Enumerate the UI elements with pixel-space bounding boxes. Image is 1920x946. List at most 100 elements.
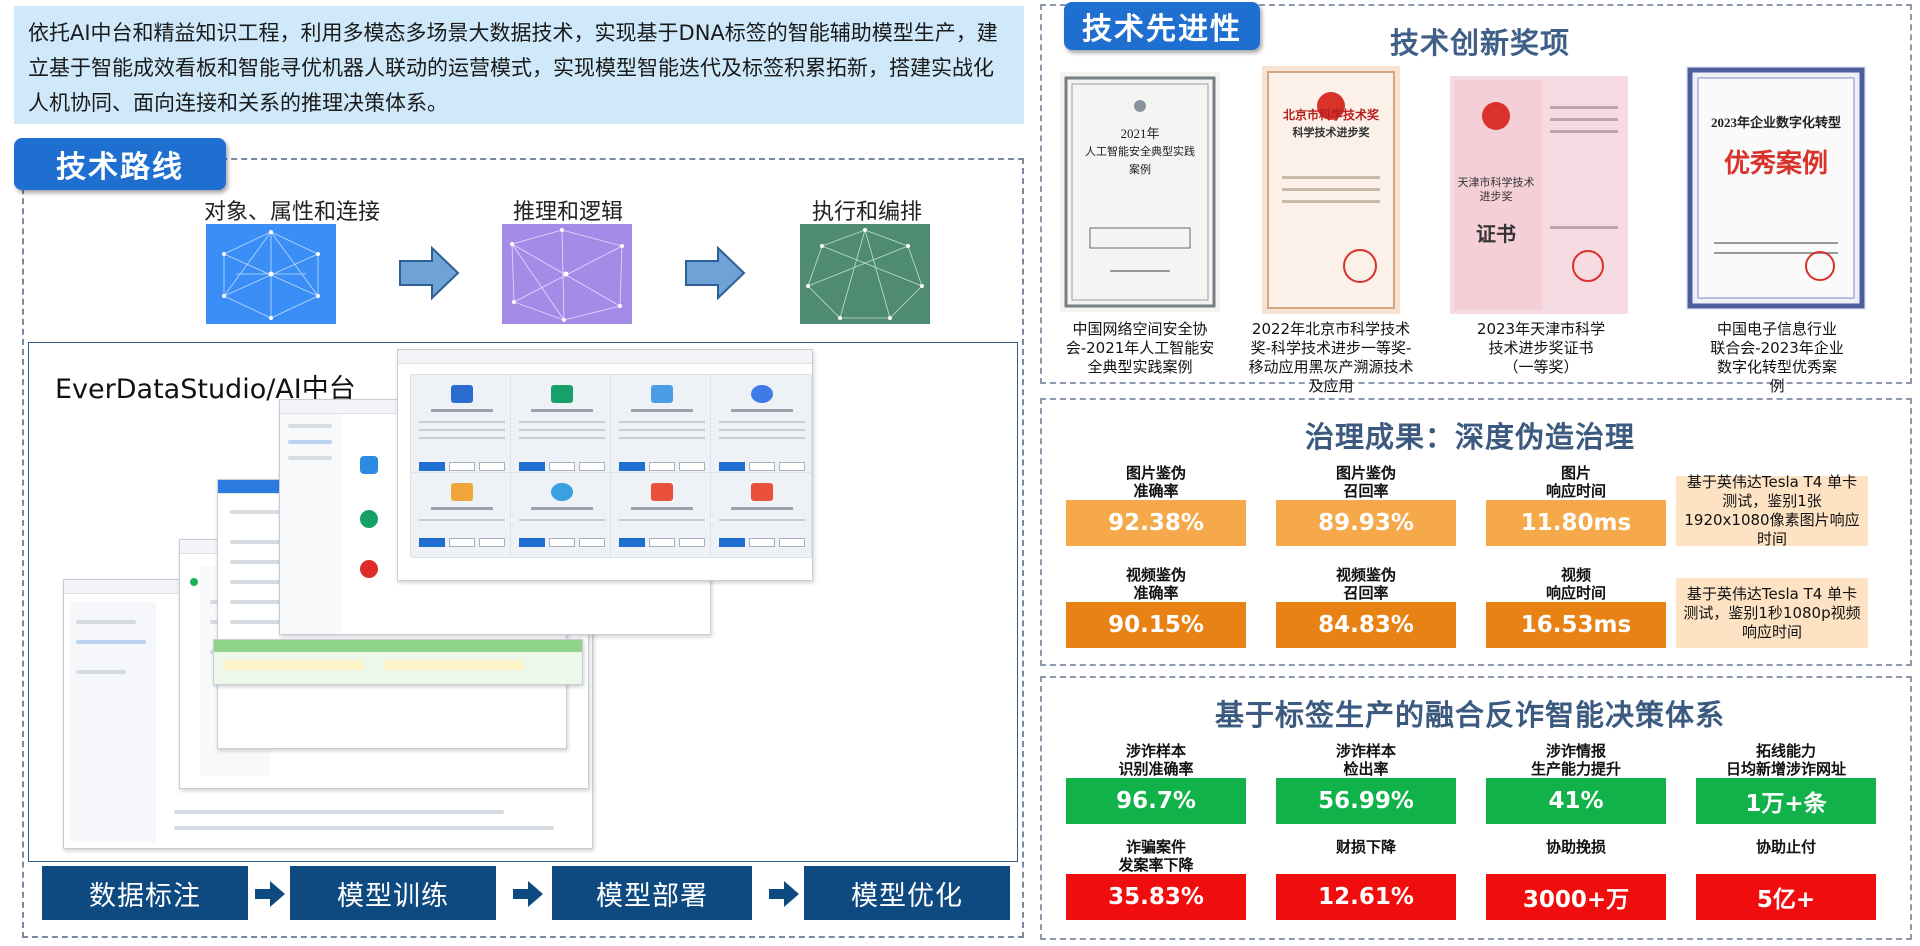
anti-fraud-panel — [1040, 676, 1912, 940]
metric-label: 视频鉴伪准确率 — [1066, 566, 1246, 602]
metric-value: 11.80ms — [1486, 500, 1666, 546]
metric-value: 3000+万 — [1486, 874, 1666, 920]
metric-value: 89.93% — [1276, 500, 1456, 546]
metric-label-line: 识别准确率 — [1118, 760, 1194, 778]
metric-label-line: 日均新增涉诈网址 — [1725, 760, 1846, 778]
metric-label-line: 协助止付 — [1755, 838, 1816, 856]
metric-label: 拓线能力日均新增涉诈网址 — [1696, 742, 1876, 778]
metric-label-line: 图片鉴伪 — [1125, 464, 1186, 482]
network-graph-image-purple — [502, 224, 632, 324]
certificate-caption: 2022年北京市科学技术奖-科学技术进步一等奖-移动应用黑灰产溯源技术及应用 — [1248, 320, 1414, 395]
metric-value: 92.38% — [1066, 500, 1246, 546]
certificate-4-head: 2023年企业数字化转型 — [1710, 115, 1841, 130]
mock-window-toast — [213, 639, 583, 685]
metric-value: 35.83% — [1066, 874, 1246, 920]
metric-label-line: 发案率下降 — [1118, 856, 1194, 874]
metric-value: 16.53ms — [1486, 602, 1666, 648]
certificate-caption: 中国网络空间安全协会-2021年人工智能安全典型实践案例 — [1065, 320, 1215, 376]
certificate-3-head: 天津市科学技术进步奖 — [1457, 176, 1535, 203]
metric-label-line: 诈骗案件 — [1125, 838, 1186, 856]
certificate-image — [1686, 66, 1866, 310]
metric-label-line: 准确率 — [1133, 584, 1179, 602]
arrow-right-icon — [513, 881, 543, 907]
metric-label-line: 召回率 — [1343, 584, 1389, 602]
certificate-image — [1060, 72, 1220, 312]
metric-value: 90.15% — [1066, 602, 1246, 648]
metric-label-line: 视频鉴伪 — [1125, 566, 1186, 584]
certificate-1-sub: 人工智能安全典型实践案例 — [1085, 146, 1195, 176]
certificate-image — [1450, 76, 1628, 314]
arrow-right-icon — [399, 246, 460, 300]
flow-step-annotation: 数据标注 — [42, 866, 248, 920]
certificate-image — [1262, 66, 1400, 314]
metric-label-line: 准确率 — [1133, 482, 1179, 500]
metric-label-line: 响应时间 — [1545, 482, 1606, 500]
metric-label: 财损下降 — [1276, 838, 1456, 856]
metric-label-line: 涉诈情报 — [1545, 742, 1606, 760]
intro-box: 依托AI中台和精益知识工程，利用多模态多场景大数据技术，实现基于DNA标签的智能… — [14, 6, 1024, 124]
certificate-caption: 2023年天津市科学技术进步奖证书（一等奖） — [1476, 320, 1606, 376]
certificate-2-sub: 科学技术进步奖 — [1292, 126, 1370, 139]
governance-title: 治理成果：深度伪造治理 — [1304, 420, 1635, 454]
metric-label-line: 生产能力提升 — [1530, 760, 1621, 778]
metric-label: 诈骗案件发案率下降 — [1066, 838, 1246, 874]
intro-text: 依托AI中台和精益知识工程，利用多模态多场景大数据技术，实现基于DNA标签的智能… — [28, 21, 998, 115]
metric-label-line: 拓线能力 — [1755, 742, 1816, 760]
arrow-right-icon — [255, 881, 285, 907]
flow-step-training: 模型训练 — [290, 866, 496, 920]
network-graph-image-blue — [206, 224, 336, 324]
certificate-4-sub: 优秀案例 — [1723, 149, 1828, 178]
metric-label: 视频鉴伪召回率 — [1276, 566, 1456, 602]
metric-label-line: 视频 — [1560, 566, 1591, 584]
metric-label-line: 涉诈样本 — [1125, 742, 1186, 760]
metric-label: 图片鉴伪准确率 — [1066, 464, 1246, 500]
step-label-objects: 对象、属性和连接 — [203, 200, 380, 225]
anti-fraud-title: 基于标签生产的融合反诈智能决策体系 — [1214, 698, 1725, 732]
flow-step-optimization: 模型优化 — [804, 866, 1010, 920]
metric-label: 协助挽损 — [1486, 838, 1666, 856]
metric-label: 涉诈样本检出率 — [1276, 742, 1456, 778]
flow-step-deployment: 模型部署 — [552, 866, 752, 920]
step-label-reasoning: 推理和逻辑 — [512, 200, 623, 225]
metric-label: 涉诈情报生产能力提升 — [1486, 742, 1666, 778]
metric-value: 1万+条 — [1696, 778, 1876, 824]
test-condition-note: 基于英伟达Tesla T4 单卡测试，鉴别1张1920x1080像素图片响应时间 — [1676, 473, 1868, 548]
arrow-right-icon — [685, 246, 746, 300]
metric-value: 56.99% — [1276, 778, 1456, 824]
metric-label: 视频响应时间 — [1486, 566, 1666, 602]
metric-label-line: 检出率 — [1343, 760, 1389, 778]
metric-label: 协助止付 — [1696, 838, 1876, 856]
awards-panel — [1040, 4, 1912, 384]
step-label-execution: 执行和编排 — [811, 200, 922, 225]
metric-label-line: 图片鉴伪 — [1335, 464, 1396, 482]
certificate-1-head: 2021年 — [1120, 126, 1160, 141]
test-condition-note: 基于英伟达Tesla T4 单卡测试，鉴别1秒1080p视频响应时间 — [1676, 578, 1868, 648]
certificate-3-text: 天津市科学技术进步奖 证书 — [1456, 120, 1536, 246]
tech-route-badge: 技术路线 — [14, 138, 226, 190]
metric-label-line: 财损下降 — [1335, 838, 1396, 856]
certificate-2-head: 北京市科学技术奖 — [1282, 108, 1379, 122]
metric-label-line: 视频鉴伪 — [1335, 566, 1396, 584]
arrow-right-icon — [769, 881, 799, 907]
mock-window-model-market — [397, 349, 813, 581]
metric-label: 涉诈样本识别准确率 — [1066, 742, 1246, 778]
metric-label: 图片鉴伪召回率 — [1276, 464, 1456, 500]
metric-label-line: 涉诈样本 — [1335, 742, 1396, 760]
studio-screenshot-panel: EverDataStudio/AI中台 — [28, 342, 1018, 862]
tech-route-frame — [22, 158, 1024, 938]
certificate-caption: 中国电子信息行业联合会-2023年企业数字化转型优秀案例 — [1710, 320, 1844, 395]
metric-label: 图片响应时间 — [1486, 464, 1666, 500]
network-graph-image-green — [800, 224, 930, 324]
metric-label-line: 图片 — [1560, 464, 1591, 482]
certificate-4-text: 2023年企业数字化转型 优秀案例 — [1700, 112, 1852, 180]
metric-value: 5亿+ — [1696, 874, 1876, 920]
metric-value: 96.7% — [1066, 778, 1246, 824]
tech-advancement-badge: 技术先进性 — [1064, 2, 1260, 50]
certificate-1-text: 2021年 人工智能安全典型实践案例 — [1080, 125, 1200, 179]
metric-label-line: 响应时间 — [1545, 584, 1606, 602]
metric-value: 84.83% — [1276, 602, 1456, 648]
certificate-2-text: 北京市科学技术奖 科学技术进步奖 — [1268, 86, 1394, 142]
certificate-3-sub: 证书 — [1476, 222, 1516, 246]
metric-value: 12.61% — [1276, 874, 1456, 920]
awards-title: 技术创新奖项 — [1389, 26, 1570, 60]
